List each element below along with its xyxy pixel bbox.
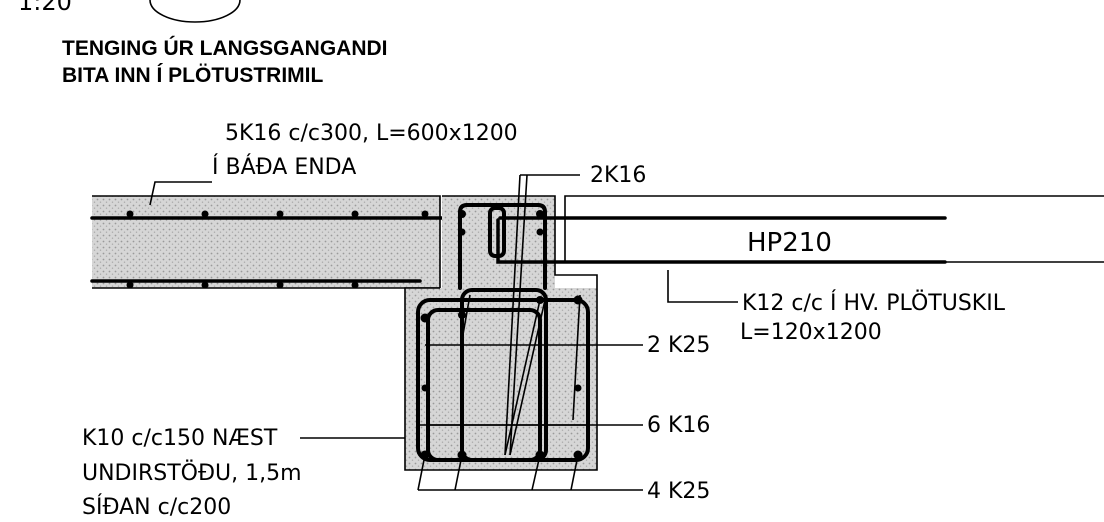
title-line-2: BITA INN Í PLÖTUSTRIMIL	[62, 64, 323, 87]
beam-outline	[404, 195, 598, 471]
label-stirrup-1: K10 c/c150 NÆST	[82, 426, 278, 451]
title-line-1: TENGING ÚR LANGSGANGANDI	[62, 36, 388, 60]
label-slab: HP210	[747, 228, 832, 258]
right-slab-outline	[564, 195, 1104, 263]
scale-label: 1:20	[18, 0, 72, 16]
left-slab-concrete	[92, 196, 440, 288]
left-slab-outline	[92, 195, 441, 289]
beam-rebar-dots	[420, 210, 583, 460]
label-slab-rebar-2: L=120x1200	[740, 320, 882, 345]
label-stirrup-2: UNDIRSTÖÐU, 1,5m	[82, 460, 302, 486]
detail-callout-bubble	[149, 0, 241, 23]
label-stirrup-3: SÍÐAN c/c200	[82, 494, 231, 520]
label-beam-bars-mid: 6 K16	[647, 413, 710, 438]
label-beam-bars-top: 2 K25	[647, 333, 710, 358]
beam-hook-bars	[461, 174, 581, 456]
label-beam-bars-bottom: 4 K25	[647, 479, 710, 504]
left-slab-rebar-dots	[126, 210, 429, 289]
beam-middle-stirrup	[460, 288, 548, 462]
hanger-bar	[488, 206, 506, 258]
beam-concrete	[405, 288, 597, 470]
label-stirrup-top: 2K16	[590, 163, 646, 188]
label-top-rebar-2: Í BÁÐA ENDA	[212, 154, 356, 180]
label-slab-rebar-1: K12 c/c Í HV. PLÖTUSKIL	[742, 290, 1006, 316]
top-stirrup	[458, 203, 547, 290]
right-slab-bottom-rebar	[496, 218, 947, 264]
label-top-rebar-1: 5K16 c/c300, L=600x1200	[225, 121, 518, 146]
leader-lines	[149, 174, 738, 491]
